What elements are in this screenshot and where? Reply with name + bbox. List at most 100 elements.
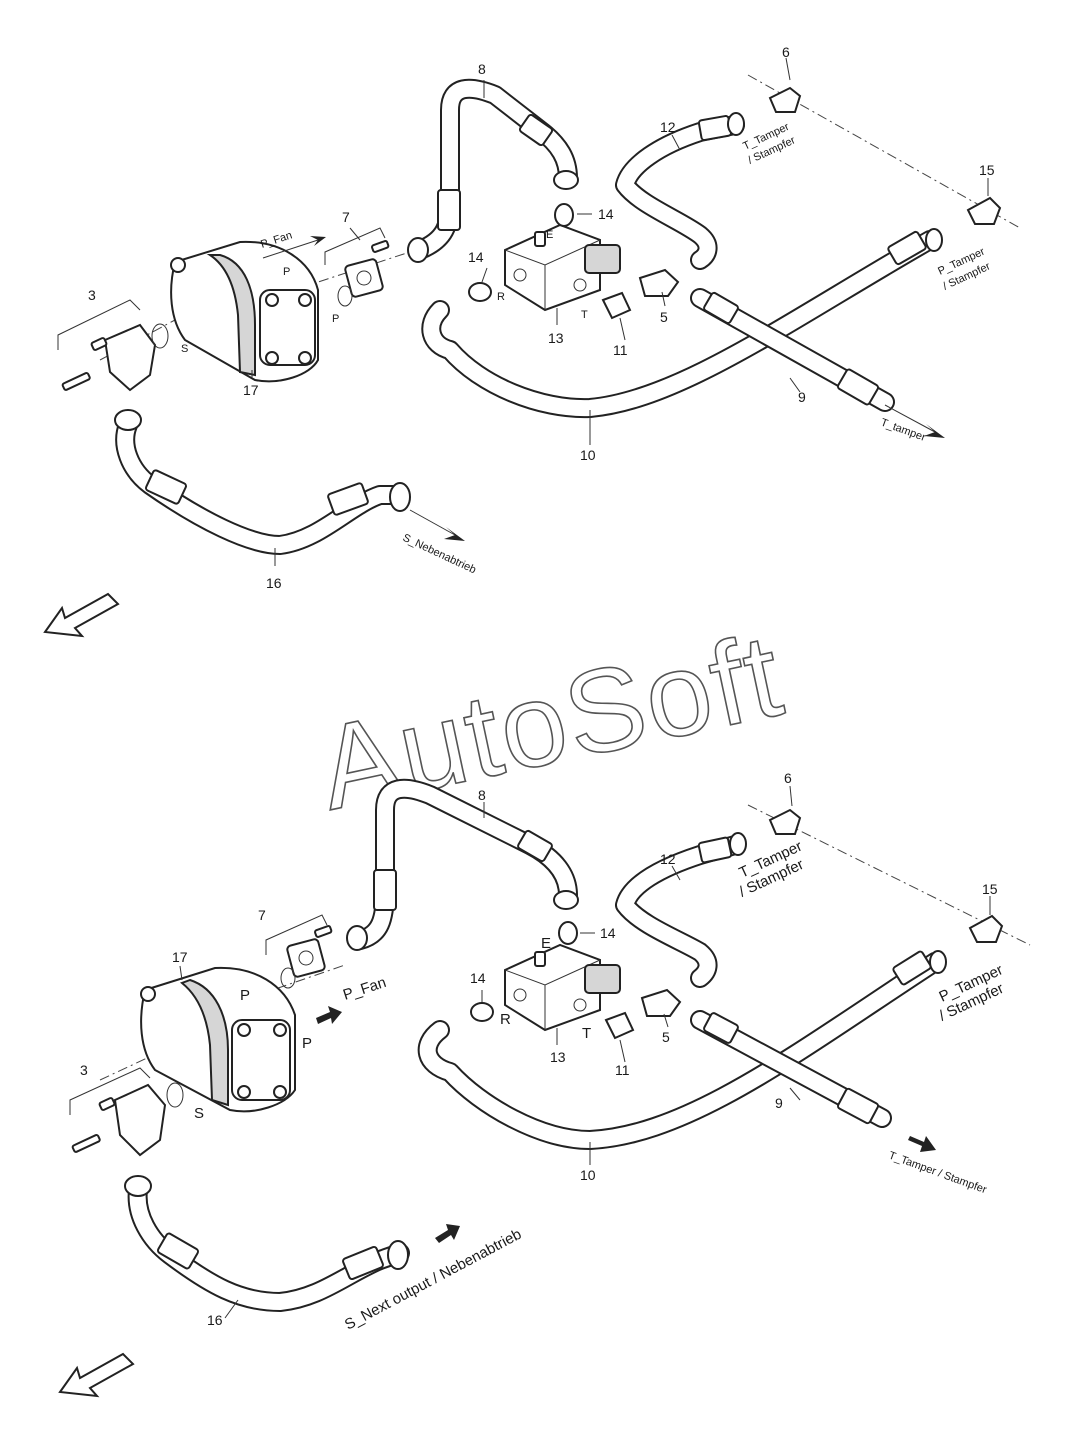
suction-flange-3 — [57, 299, 169, 392]
port-label-e: E — [546, 229, 553, 241]
hose-16-bottom-ferrule-2 — [342, 1245, 384, 1281]
port-label-r: R — [497, 291, 505, 303]
hose-16-bottom — [127, 1180, 410, 1312]
hose-8-ferrule — [437, 189, 461, 231]
callout-16: 16 — [266, 575, 282, 591]
callout-11-bottom: 11 — [615, 1062, 630, 1078]
port-label-t: T — [581, 309, 588, 321]
port-label-p-top-bottom: P — [240, 987, 250, 1004]
hose-12 — [615, 115, 745, 270]
flow-label-p-fan-bottom: P_Fan — [341, 974, 388, 1004]
callout-11: 11 — [613, 342, 628, 358]
callout-15: 15 — [979, 162, 995, 178]
callout-7-bottom: 7 — [258, 907, 266, 923]
hose-8-bottom-ferrule — [373, 869, 397, 911]
port-label-r-bottom: R — [500, 1011, 511, 1028]
hose-8-bottom-nut-2 — [346, 925, 368, 951]
valve-block-13-bottom — [504, 943, 621, 1032]
callout-17-bottom: 17 — [172, 949, 188, 965]
hose-10 — [421, 230, 940, 419]
hose-10-nut — [925, 228, 943, 252]
valve-block-13 — [504, 223, 621, 312]
hose-16-ferrule — [145, 469, 187, 505]
fitting-14-r — [468, 282, 492, 302]
callout-12: 12 — [660, 119, 676, 135]
hose-9-ferrule — [837, 368, 879, 406]
hose-9-bottom-ferrule-2 — [703, 1012, 739, 1044]
orientation-arrow-top — [43, 592, 120, 638]
callout-13-bottom: 13 — [550, 1049, 566, 1065]
hose-12-nut — [727, 112, 745, 136]
callout-14-r: 14 — [468, 249, 484, 265]
tee-5 — [638, 268, 680, 297]
hose-10-ferrule — [887, 230, 927, 266]
hose-9-bottom-ferrule — [837, 1087, 879, 1125]
flow-arrow-p-fan-bottom — [316, 1006, 342, 1024]
callout-10-bottom: 10 — [580, 1167, 596, 1183]
hose-16-ferrule-2 — [327, 482, 369, 516]
pump-end-cover — [259, 289, 316, 366]
callout-3: 3 — [88, 287, 96, 303]
suction-flange-3-bottom — [69, 1067, 184, 1157]
callout-14-e-bottom: 14 — [600, 925, 616, 941]
hose-10-bottom — [417, 952, 945, 1150]
bulkhead-fitting-6 — [768, 86, 802, 113]
callout-14-r-bottom: 14 — [470, 970, 486, 986]
port-label-t-bottom: T — [582, 1025, 591, 1042]
callout-6-bottom: 6 — [784, 770, 792, 786]
axis-line-top-right — [747, 74, 1021, 229]
gear-pump-17 — [170, 240, 319, 383]
hose-16 — [115, 415, 410, 555]
gear-pump-17-bottom — [140, 966, 296, 1113]
callout-6: 6 — [782, 44, 790, 60]
hose-10-bottom-ferrule — [892, 950, 932, 986]
callout-8: 8 — [478, 61, 486, 77]
flow-label-t-tamper: T_tamper — [879, 417, 928, 444]
hose-16-bottom-ferrule — [157, 1232, 199, 1270]
port-label-s-bottom: S — [194, 1105, 204, 1122]
callout-12-bottom: 12 — [660, 851, 676, 867]
hose-16-bottom-nut-2 — [124, 1175, 152, 1197]
hose-16-nut — [389, 482, 411, 512]
callout-3-bottom: 3 — [80, 1062, 88, 1078]
solenoid — [584, 244, 621, 274]
hose-16-bottom-nut — [387, 1240, 409, 1270]
solenoid-bottom — [584, 964, 621, 994]
bulkhead-fitting-6-bottom — [768, 808, 802, 835]
flow-arrow-t-tamper — [884, 404, 945, 438]
flow-arrow-s-nebenabtrieb — [409, 509, 465, 541]
callout-8-bottom: 8 — [478, 787, 486, 803]
hose-12-bottom-nut — [729, 832, 747, 856]
hose-9-ferrule-2 — [703, 291, 739, 325]
hose-8-ferrule-2 — [518, 113, 554, 147]
flow-arrow-p-fan — [262, 236, 326, 259]
callout-17: 17 — [243, 382, 259, 398]
hose-16-nut-2 — [114, 409, 142, 431]
elbow-11 — [601, 291, 632, 320]
port-label-p-top: P — [283, 266, 290, 278]
fitting-14-e — [554, 203, 574, 227]
hose-12-bottom-ferrule — [697, 836, 733, 864]
elbow-11-bottom — [604, 1011, 635, 1040]
port-label-p-flange-bottom: P — [302, 1035, 312, 1052]
bulkhead-fitting-15 — [966, 196, 1002, 225]
hose-12-ferrule — [697, 115, 733, 141]
callout-13: 13 — [548, 330, 564, 346]
hose-8-nut-2 — [407, 237, 429, 263]
callout-7: 7 — [342, 209, 350, 225]
pressure-flange-7-bottom — [265, 914, 333, 989]
port-label-s: S — [181, 343, 188, 355]
port-label-p-flange: P — [332, 313, 339, 325]
tee-5-bottom — [640, 988, 682, 1017]
callout-9-bottom: 9 — [775, 1095, 783, 1111]
hose-8-bottom — [350, 778, 578, 950]
port-label-e-bottom: E — [541, 935, 551, 952]
hose-8-bottom-nut — [553, 890, 579, 910]
callout-10: 10 — [580, 447, 596, 463]
fitting-14-e-bottom — [558, 921, 578, 945]
hose-8-bottom-ferrule-2 — [517, 829, 553, 863]
callout-16-bottom: 16 — [207, 1312, 223, 1328]
callout-14-e: 14 — [598, 206, 614, 222]
orientation-arrow-bottom — [58, 1352, 135, 1398]
